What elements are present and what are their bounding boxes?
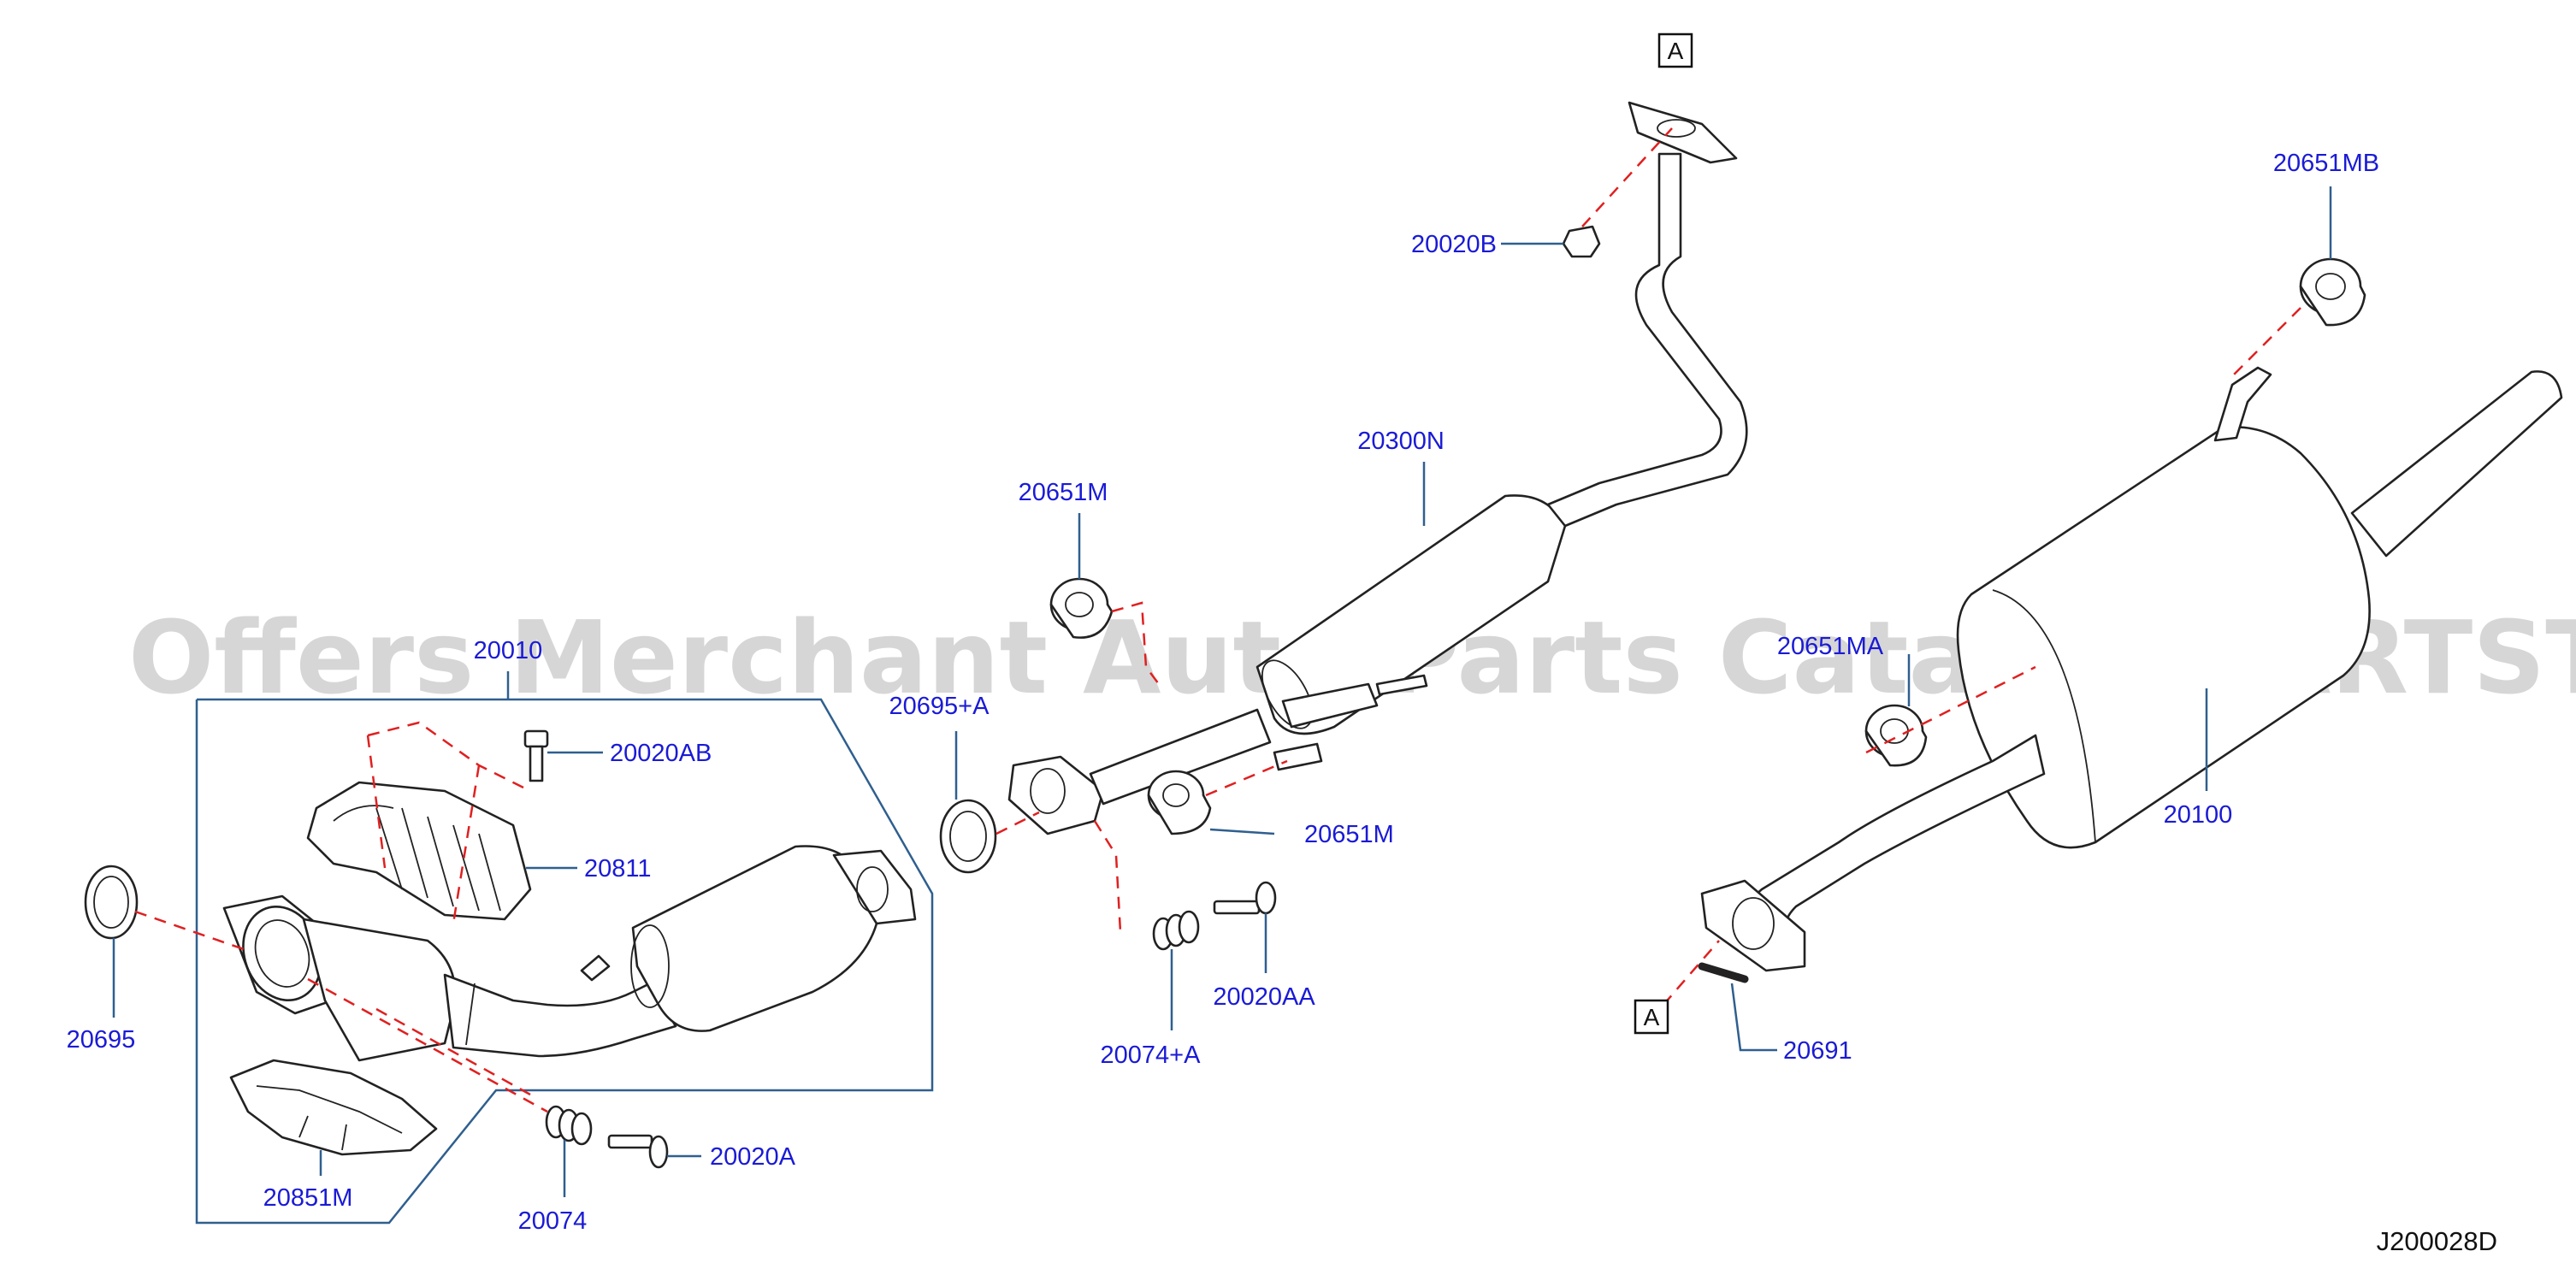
label-20651M-top[interactable]: 20651M [1019,479,1108,506]
mount-20651MB[interactable] [2299,257,2366,327]
label-20695A[interactable]: 20695+A [889,693,990,720]
label-20100[interactable]: 20100 [2164,801,2233,829]
label-20651M-right[interactable]: 20651M [1304,821,1394,848]
leader-lines [112,186,2332,1197]
svg-text:A: A [1644,1004,1660,1030]
diagram-code: J200028D [2377,1226,2497,1256]
lower-heat-shield[interactable] [229,1059,438,1156]
group-outline-20010 [195,698,934,1225]
main-muffler[interactable] [1700,366,2563,972]
label-20074A[interactable]: 20074+A [1101,1042,1202,1069]
spring-20074A[interactable] [1152,910,1200,951]
bolt-20020AB[interactable] [523,729,549,782]
upper-heat-shield[interactable] [306,781,532,921]
ref-box-bottom: A [1634,999,1669,1035]
bolt-20020A[interactable] [607,1134,669,1169]
mount-20651MA[interactable] [1864,704,1928,767]
mount-20651M-top[interactable] [1049,577,1114,639]
label-20020AA[interactable]: 20020AA [1213,983,1315,1011]
label-20691[interactable]: 20691 [1783,1037,1852,1065]
label-20020AB[interactable]: 20020AB [610,740,712,767]
label-20020A[interactable]: 20020A [710,1143,796,1171]
label-20300N[interactable]: 20300N [1357,428,1445,455]
label-20020B[interactable]: 20020B [1411,231,1497,258]
ref-box-top: A [1657,32,1693,68]
nut-20020B[interactable] [1562,225,1601,258]
gasket-20695A[interactable] [939,799,997,874]
catalytic-converter[interactable] [222,845,917,1062]
gasket-20695[interactable] [84,865,139,940]
label-20811[interactable]: 20811 [584,855,652,882]
label-20074[interactable]: 20074 [518,1207,588,1235]
label-20651MB[interactable]: 20651MB [2273,150,2379,177]
gasket-20691[interactable] [1698,962,1749,983]
label-20651MA[interactable]: 20651MA [1777,633,1884,660]
label-20010[interactable]: 20010 [474,637,543,664]
spring-20074[interactable] [545,1105,593,1146]
mount-20651M-right[interactable] [1147,770,1212,835]
bolt-20020AA[interactable] [1213,881,1277,915]
label-20851M[interactable]: 20851M [263,1184,353,1212]
alignment-lines [134,127,2301,1113]
label-20695[interactable]: 20695 [67,1026,136,1054]
center-pipe-resonator[interactable] [1007,101,1748,835]
svg-text:A: A [1668,38,1684,64]
